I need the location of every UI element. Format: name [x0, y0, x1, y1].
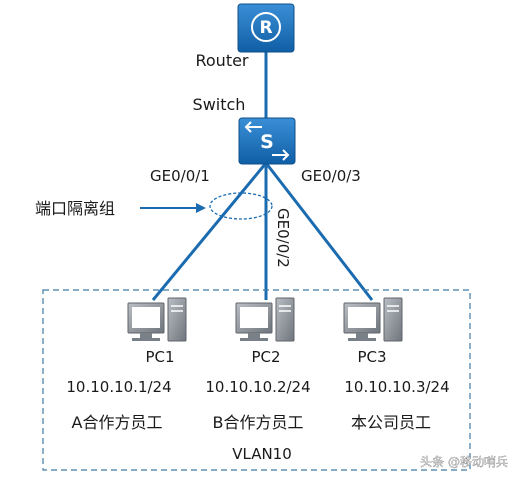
router-icon — [251, 12, 281, 42]
pc1-ip: 10.10.10.1/24 — [66, 378, 171, 396]
switch-label: Switch — [193, 95, 246, 114]
pc3-role: 本公司员工 — [351, 413, 431, 432]
pc-icon — [343, 297, 403, 342]
pc3-name: PC3 — [357, 348, 386, 366]
vlan-box — [42, 289, 471, 471]
pc-icon — [235, 297, 295, 342]
pc1 — [127, 297, 187, 342]
link-pc3 — [264, 162, 374, 301]
pc2-name: PC2 — [251, 348, 280, 366]
router-label: Router — [195, 51, 248, 70]
vlan-label: VLAN10 — [232, 445, 292, 463]
link-pc1 — [151, 162, 268, 301]
port-ge0-0-3-label: GE0/0/3 — [301, 167, 361, 185]
pc-icon — [127, 297, 187, 342]
pc3 — [343, 297, 403, 342]
router-glyph: R — [259, 18, 272, 38]
pc1-name: PC1 — [145, 348, 174, 366]
router-device: R — [237, 3, 295, 53]
pc1-role: A合作方员工 — [72, 413, 163, 432]
pc3-ip: 10.10.10.3/24 — [344, 378, 449, 396]
switch-arrows-icon — [244, 121, 290, 161]
isolation-group-label: 端口隔离组 — [35, 199, 115, 218]
port-ge0-0-1-label: GE0/0/1 — [150, 167, 210, 185]
switch-device: S — [238, 117, 296, 165]
pc2-role: B合作方员工 — [213, 413, 304, 432]
switch-glyph: S — [260, 131, 274, 153]
pc2-ip: 10.10.10.2/24 — [205, 378, 310, 396]
watermark: 头条 @移动哨兵 — [420, 454, 508, 469]
isolation-group-ellipse — [209, 192, 273, 220]
arrow-right-icon — [140, 203, 206, 213]
port-ge0-0-2-label: GE0/0/2 — [274, 208, 292, 268]
pc2 — [235, 297, 295, 342]
